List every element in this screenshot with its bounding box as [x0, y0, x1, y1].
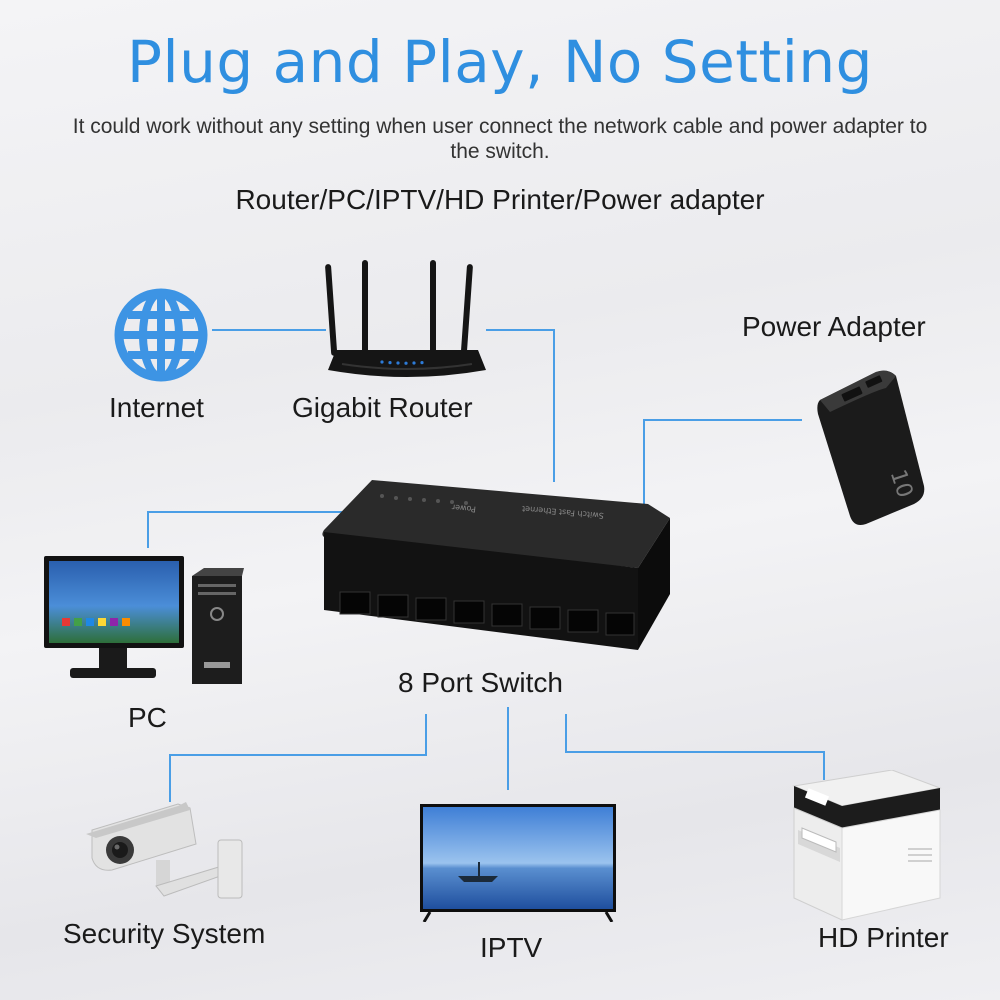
line-pc-switch	[147, 511, 342, 548]
tv-icon	[420, 804, 616, 922]
globe-icon	[114, 288, 208, 382]
switch-icon: Power Switch Fast Ethernet	[322, 480, 670, 650]
line-switch-printer	[565, 714, 825, 780]
line-switch-security	[169, 714, 427, 802]
page-subtitle: It could work without any setting when u…	[72, 115, 928, 163]
line-router-switch	[486, 329, 555, 482]
power-bank-icon: 10	[817, 370, 925, 525]
line-power-switch	[643, 419, 802, 504]
page-title: Plug and Play, No Setting	[127, 28, 873, 96]
router-label: Gigabit Router	[292, 392, 473, 423]
iptv-label: IPTV	[480, 932, 543, 963]
devices-line: Router/PC/IPTV/HD Printer/Power adapter	[235, 184, 765, 215]
pc-label: PC	[128, 702, 167, 733]
switch-power-label: Power	[451, 503, 477, 514]
printer-icon	[792, 770, 942, 921]
pc-icon	[44, 556, 244, 684]
power-adapter-label: Power Adapter	[742, 311, 926, 342]
switch-label: 8 Port Switch	[398, 667, 563, 698]
security-label: Security System	[63, 918, 266, 949]
security-camera-icon	[86, 802, 243, 899]
printer-label: HD Printer	[818, 922, 949, 953]
router-icon	[325, 260, 486, 377]
internet-label: Internet	[109, 392, 204, 423]
